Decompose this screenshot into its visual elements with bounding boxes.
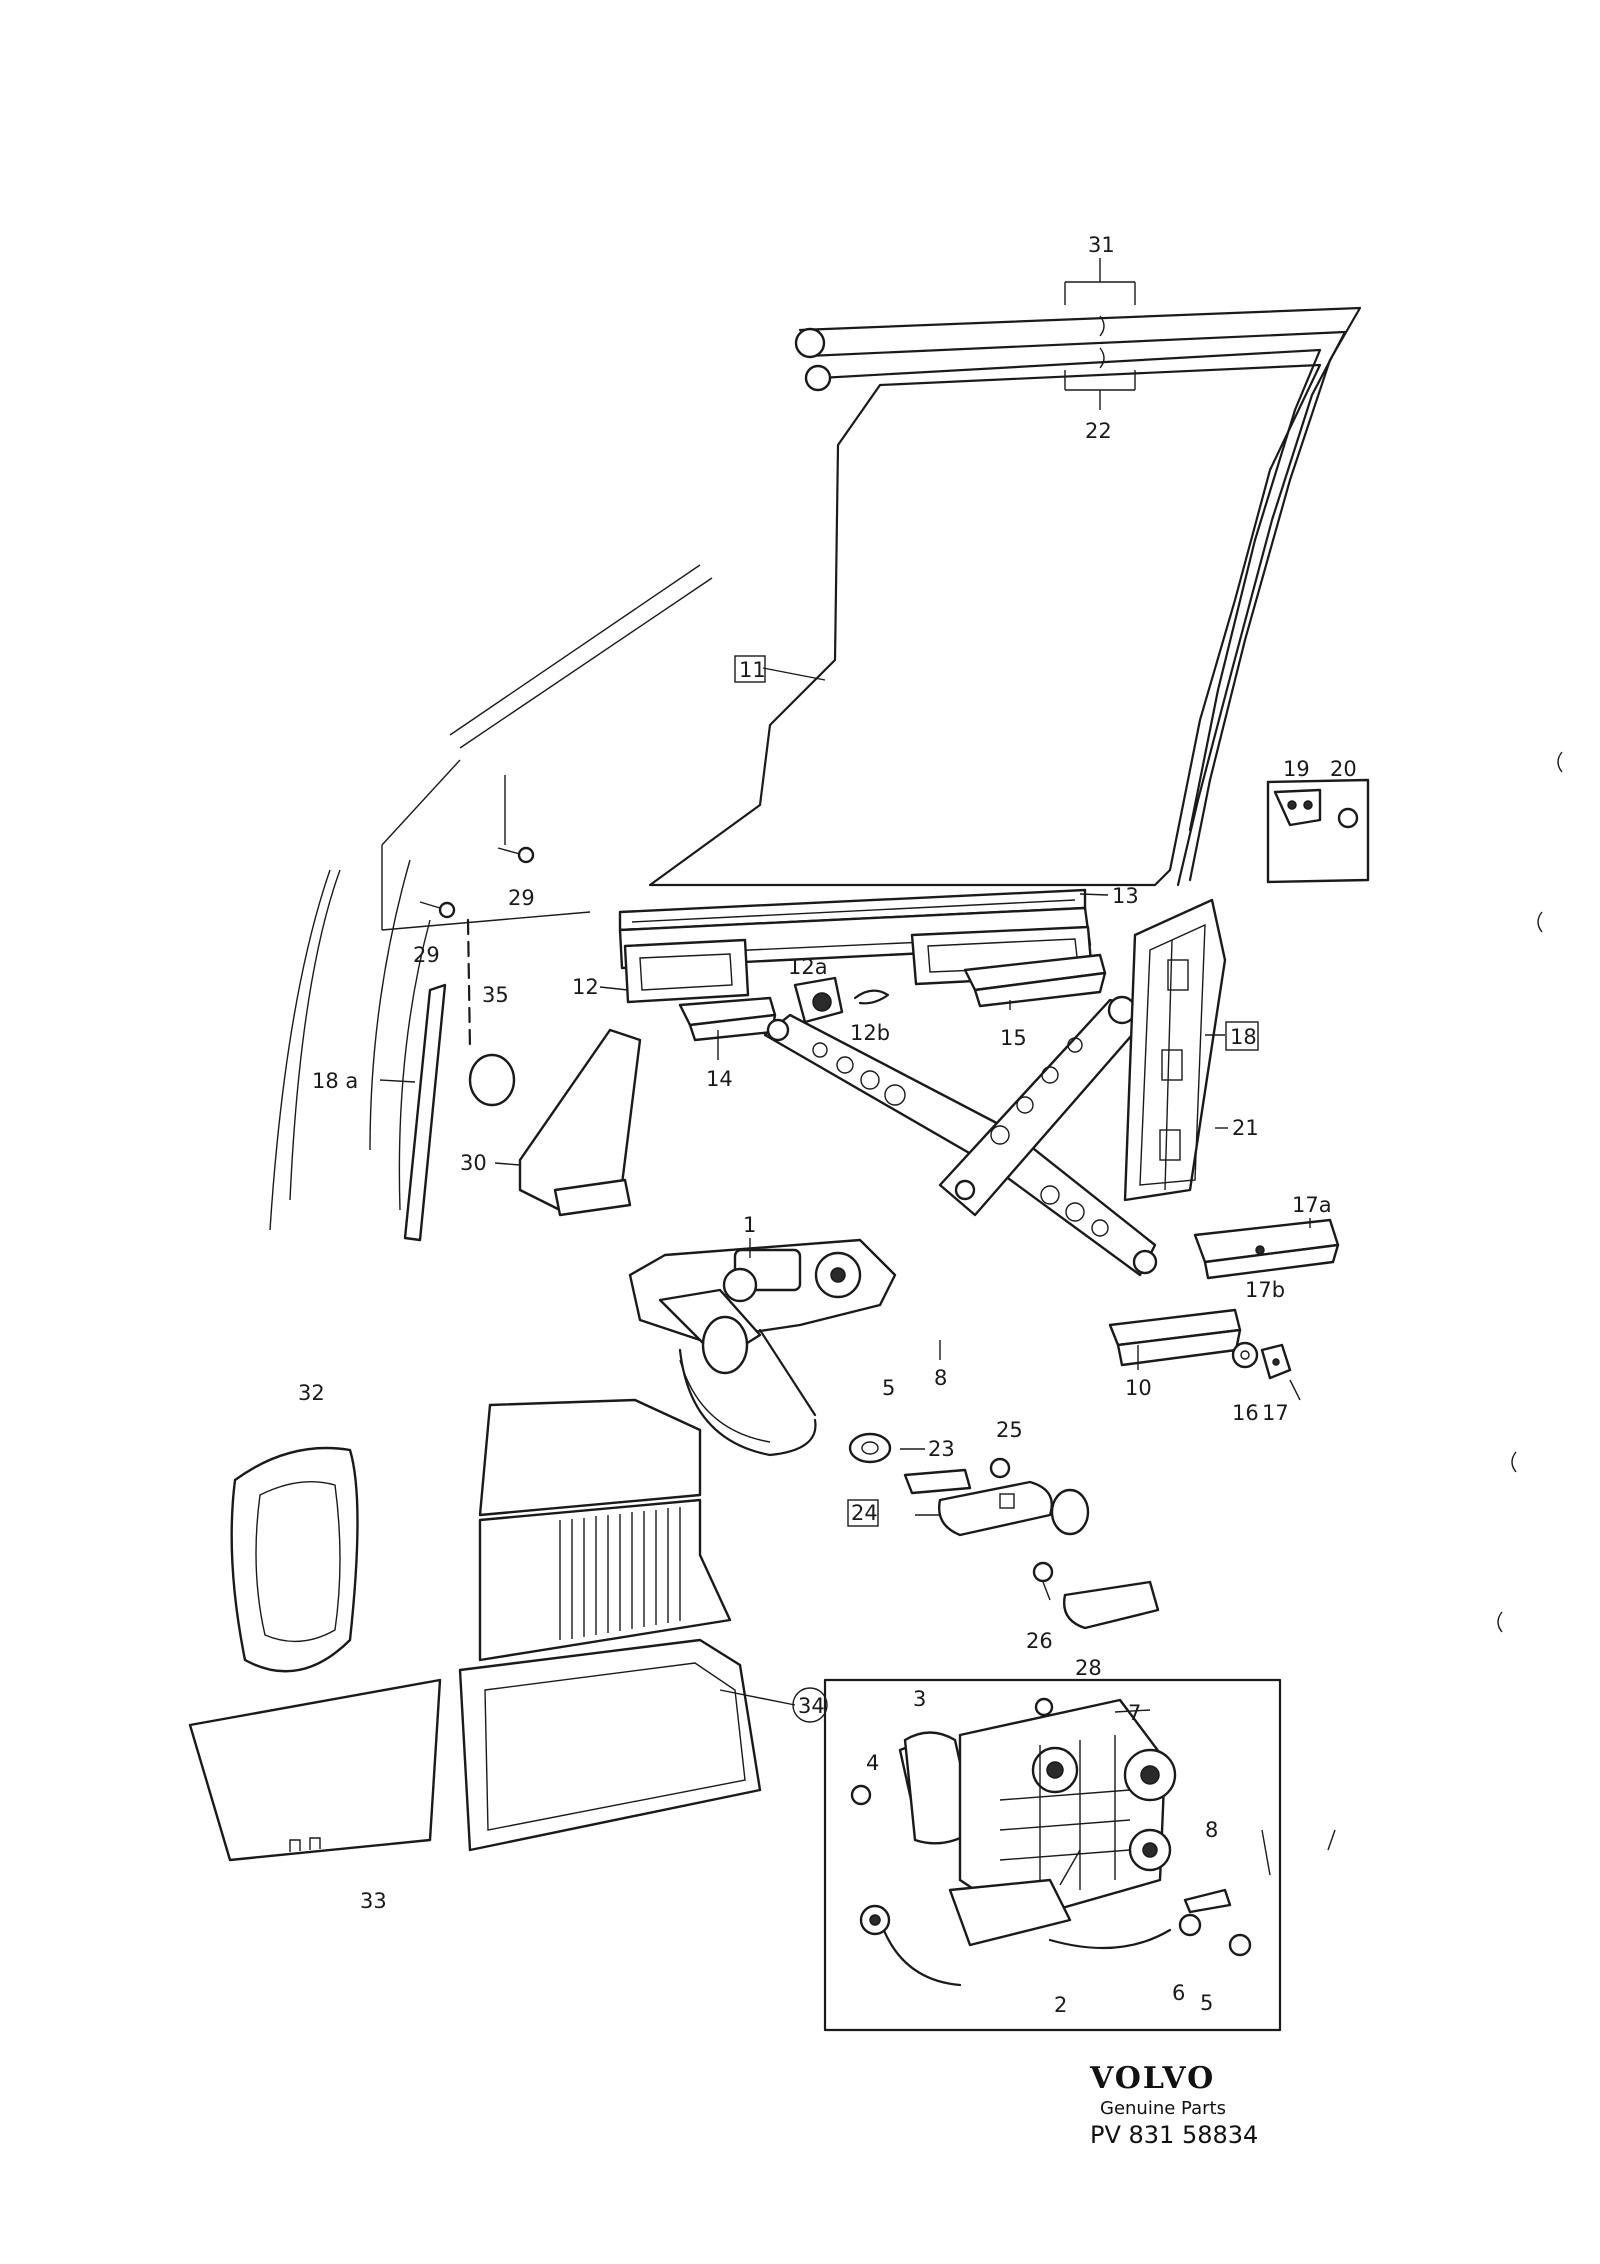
label-13: 13 — [1112, 884, 1139, 908]
brand-name: VOLVO — [1089, 2061, 1215, 2096]
label-12: 12 — [572, 975, 599, 999]
scan-marks — [1497, 751, 1563, 1633]
label-20: 20 — [1330, 757, 1357, 781]
label-29-a: 29 — [508, 886, 535, 910]
clip-12b — [853, 989, 890, 1005]
label-19: 19 — [1283, 757, 1310, 781]
bracket-19-20 — [1266, 778, 1370, 884]
label-21: 21 — [1232, 1116, 1259, 1140]
callout-frames — [734, 655, 1259, 1723]
screws-29 — [419, 846, 535, 1052]
label-34: 34 — [798, 1694, 825, 1718]
label-23: 23 — [928, 1437, 955, 1461]
inset-label-7: 7 — [1128, 1701, 1141, 1725]
bracket-17a — [1193, 1218, 1340, 1280]
inset-label-2: 2 — [1054, 1993, 1067, 2017]
screw-26 — [1032, 1561, 1054, 1601]
seal-strip-18a — [403, 983, 447, 1242]
bracket-17 — [1260, 1343, 1292, 1380]
guide-plate-left — [623, 938, 750, 1004]
brand-block: VOLVO Genuine Parts PV 831 58834 — [1089, 2061, 1258, 2149]
washer-16 — [1231, 1341, 1259, 1369]
label-28: 28 — [1075, 1656, 1102, 1680]
label-8: 8 — [934, 1366, 947, 1390]
part-labels: 31 22 11 13 19 20 29 29 12 12a 12b 35 14… — [298, 233, 1357, 2017]
label-17: 17 — [1262, 1401, 1289, 1425]
arm-rest-32 — [230, 1446, 359, 1673]
label-10: 10 — [1125, 1376, 1152, 1400]
label-1: 1 — [743, 1213, 756, 1237]
clip-12a — [793, 976, 844, 1024]
label-14: 14 — [706, 1067, 733, 1091]
label-25: 25 — [996, 1418, 1023, 1442]
label-18: 18 — [1230, 1025, 1257, 1049]
trim-panel-34 — [458, 1398, 762, 1852]
leader-lines — [379, 258, 1336, 1886]
label-5: 5 — [882, 1376, 895, 1400]
label-33: 33 — [360, 1889, 387, 1913]
brand-subtitle: Genuine Parts — [1100, 2098, 1226, 2119]
guide-rail-18 — [1123, 898, 1227, 1202]
slide-shoe-14 — [678, 996, 777, 1042]
window-frame-seal — [794, 306, 1362, 887]
slide-shoe-15 — [963, 953, 1107, 1008]
seal-end-bottom — [804, 364, 832, 392]
inset-label-8: 8 — [1205, 1818, 1218, 1842]
label-12b: 12b — [850, 1021, 890, 1045]
inset-electric-regulator — [823, 1678, 1282, 2032]
screw-25 — [989, 1457, 1011, 1479]
label-30: 30 — [460, 1151, 487, 1175]
washer-23 — [848, 1432, 892, 1464]
seal-end-top — [794, 327, 826, 359]
label-17a: 17a — [1292, 1193, 1332, 1217]
label-32: 32 — [298, 1381, 325, 1405]
label-29-b: 29 — [413, 943, 440, 967]
label-31: 31 — [1088, 233, 1115, 257]
label-18a: 18 a — [312, 1069, 358, 1093]
inset-label-3: 3 — [913, 1687, 926, 1711]
slide-shoe-10 — [1108, 1308, 1242, 1367]
part-number-code: PV 831 58834 — [1090, 2121, 1258, 2149]
label-11: 11 — [739, 658, 766, 682]
regulator-arm-cross — [766, 995, 1147, 1217]
trim-louvres — [559, 1507, 681, 1640]
label-16: 16 — [1232, 1401, 1259, 1425]
inset-label-6: 6 — [1172, 1981, 1185, 2005]
trim-piece-30 — [518, 1028, 642, 1217]
plug-35 — [468, 1053, 516, 1107]
regulator-housing — [628, 1238, 897, 1457]
label-12a: 12a — [788, 955, 828, 979]
window-crank-24 — [903, 1468, 1090, 1537]
pocket-33 — [188, 1678, 442, 1862]
inset-label-4: 4 — [866, 1751, 879, 1775]
label-35: 35 — [482, 983, 509, 1007]
label-22: 22 — [1085, 419, 1112, 443]
inset-label-5: 5 — [1200, 1991, 1213, 2015]
label-26: 26 — [1026, 1629, 1053, 1653]
label-15: 15 — [1000, 1026, 1027, 1050]
window-glass — [648, 363, 1322, 887]
label-17b: 17b — [1245, 1278, 1285, 1302]
door-body-outline — [269, 564, 713, 1231]
cover-28 — [1063, 1580, 1160, 1630]
label-24: 24 — [851, 1501, 878, 1525]
